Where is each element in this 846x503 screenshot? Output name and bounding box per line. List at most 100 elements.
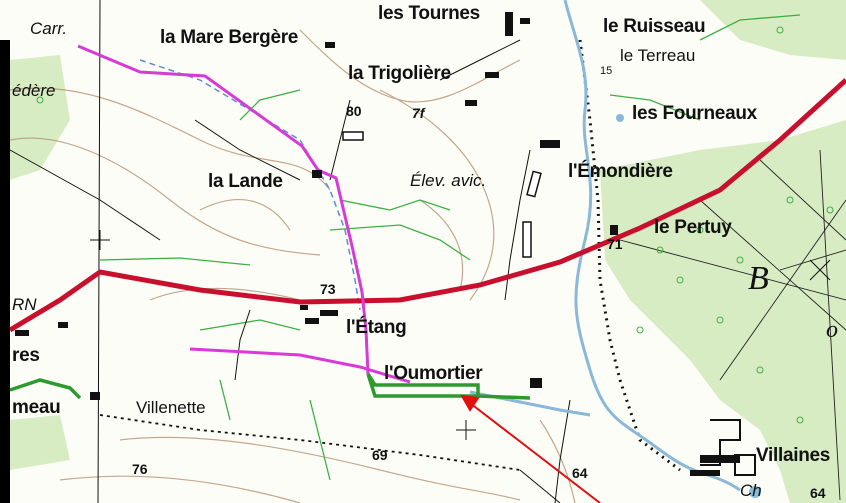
pond (749, 486, 761, 498)
tree-symbol (676, 276, 684, 284)
building (530, 378, 542, 388)
building (690, 470, 720, 476)
vegetation-line (609, 94, 701, 121)
shed (522, 221, 532, 258)
road-dotted (99, 414, 521, 471)
tree-symbol (756, 366, 764, 374)
forest-ride (779, 249, 846, 271)
track-line (329, 99, 351, 181)
building (305, 318, 319, 324)
forest-rides (619, 149, 846, 501)
contour-line (59, 475, 301, 503)
cross-marker (456, 420, 476, 440)
tree-symbol (786, 196, 794, 204)
contour-line (9, 87, 331, 191)
elevation-73: 73 (320, 281, 336, 297)
building (300, 305, 308, 310)
track-line (9, 149, 161, 241)
vegetation-line (699, 14, 801, 41)
building (610, 225, 618, 235)
elevation-15: 15 (600, 65, 613, 77)
tree-symbol (776, 26, 784, 34)
building (15, 330, 29, 336)
left-edge-bar (0, 40, 10, 503)
cross-marker (809, 259, 831, 281)
forest-ride (699, 199, 846, 331)
contour-line (149, 287, 301, 301)
green-track (477, 394, 531, 400)
black-lines (9, 0, 571, 503)
vegetation-line (309, 399, 331, 481)
contour-line (299, 29, 521, 103)
red-arrow (460, 394, 601, 503)
label-villenette: Villenette (136, 398, 206, 417)
tree-symbol (716, 316, 724, 324)
contour-line (539, 419, 576, 503)
track-line (519, 469, 561, 503)
green-track (366, 373, 480, 398)
building (485, 72, 499, 78)
contour-lines (9, 29, 576, 503)
label-emondiere: l'Émondière (568, 161, 673, 182)
building (540, 140, 560, 148)
vegetation-line (219, 379, 231, 421)
vegetation-line (99, 257, 251, 266)
vegetation-line (199, 319, 301, 331)
label-bois-b: B (748, 260, 769, 297)
tree-symbol (796, 416, 804, 424)
label-res: res (12, 345, 40, 366)
contour-line (419, 199, 464, 291)
arrow-head (460, 394, 480, 412)
building (320, 310, 338, 316)
forest-area-west (10, 415, 70, 470)
villaines-enclosure (734, 454, 756, 476)
vegetation-boundaries (99, 14, 801, 481)
tree-symbol (36, 96, 44, 104)
contour-line (119, 436, 521, 501)
elevation-64: 64 (572, 465, 588, 481)
building (325, 42, 335, 48)
label-bois-o: o (826, 317, 838, 343)
label-tournes: les Tournes (378, 3, 480, 24)
vegetation-line (239, 89, 301, 121)
water-dots (616, 114, 761, 498)
contour-line (379, 89, 495, 301)
elevation-76: 76 (132, 461, 148, 477)
building (312, 170, 322, 178)
label-edere: édère (12, 81, 56, 100)
label-fourneaux: les Fourneaux (632, 103, 757, 124)
building (520, 18, 530, 24)
track-line (504, 149, 531, 301)
tree-symbol (636, 326, 644, 334)
elevation-69: 69 (372, 447, 388, 463)
label-ch: Ch (740, 481, 762, 500)
cross-marker (90, 230, 110, 250)
label-mare-bergere: la Mare Bergère (160, 27, 299, 48)
label-meau: meau (12, 397, 61, 418)
elevation-64b: 64 (810, 485, 826, 501)
label-trigoliere: la Trigolière (348, 63, 451, 84)
tree-symbol (696, 226, 704, 234)
tree-symbol (656, 246, 664, 254)
forest-symbols (36, 26, 834, 424)
label-rn: RN (12, 295, 37, 314)
label-oumortier: l'Oumortier (384, 363, 483, 384)
elevation-7f: 7f (412, 105, 425, 121)
green-track (9, 378, 82, 400)
cross-markers (90, 230, 831, 440)
contour-line (9, 137, 321, 256)
shed (526, 170, 542, 198)
label-etang: l'Étang (346, 317, 407, 338)
arrow-shaft (465, 399, 601, 503)
elevation-80: 80 (346, 103, 362, 119)
tree-symbol (736, 256, 744, 264)
forest-area-northeast (700, 0, 846, 60)
elevation-71: 71 (607, 236, 623, 252)
route-north (77, 44, 370, 375)
vegetation-line (339, 199, 451, 211)
track-line (554, 399, 571, 503)
building (90, 392, 100, 400)
label-pertuy: le Pertuy (654, 217, 732, 238)
